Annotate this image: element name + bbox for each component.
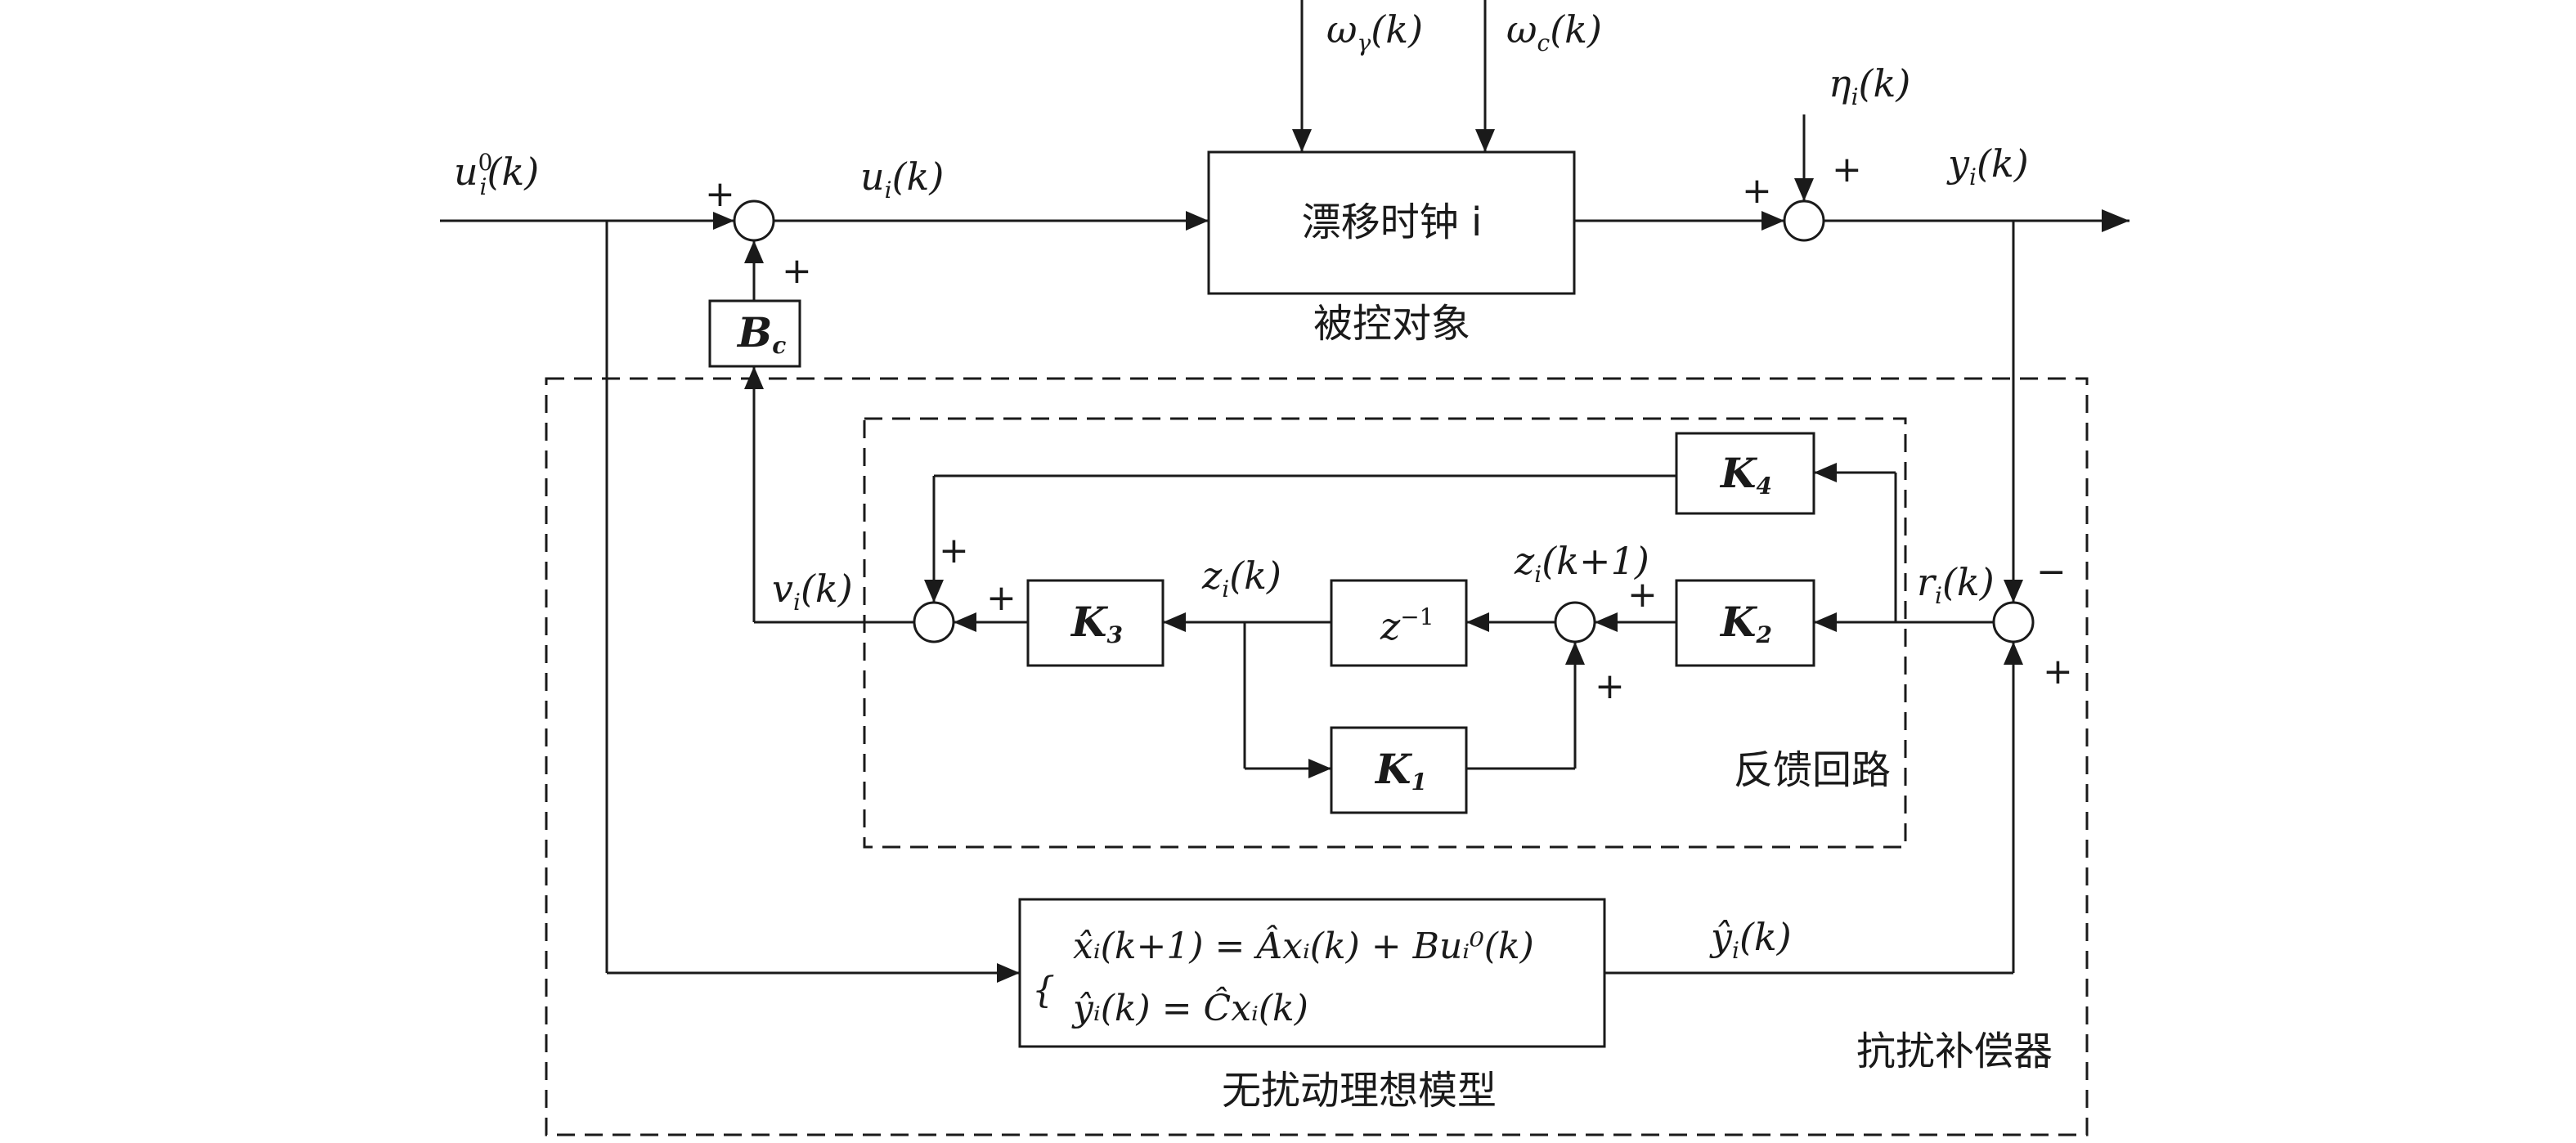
model-eq1: x̂ᵢ(k+1) = Âxᵢ(k) + Buᵢ⁰(k) — [1073, 924, 1534, 967]
model-caption: 无扰动理想模型 — [1222, 1068, 1497, 1114]
plant-label: 漂移时钟 i — [1302, 199, 1483, 245]
delay-block — [1330, 579, 1468, 667]
k4-label: K4 — [1719, 449, 1772, 500]
k1-label: K1 — [1374, 745, 1427, 796]
sum-node-residual — [1992, 601, 2035, 643]
signal-y-hat: ŷi(k) — [1709, 915, 1792, 964]
signal-z-next: zi(k+1) — [1514, 539, 1649, 588]
k3-block — [1026, 579, 1165, 667]
k3-label: K3 — [1070, 598, 1123, 648]
signal-u: ui(k) — [860, 155, 944, 204]
k2-label: K2 — [1719, 598, 1772, 648]
sign-sum-state-right: + — [1627, 574, 1658, 616]
sign-sum-output-top: + — [1832, 149, 1862, 190]
compensator-label: 抗扰补偿器 — [1856, 1029, 2053, 1074]
compensator-region — [545, 377, 2089, 1136]
signal-omega-gamma: ωγ(k) — [1326, 7, 1423, 56]
bc-block — [708, 299, 801, 368]
bc-label: Bc — [736, 308, 786, 359]
signal-v: vi(k) — [772, 567, 853, 616]
sum-node-control — [913, 601, 955, 643]
signal-z: zi(k) — [1201, 554, 1281, 603]
ideal-model-block — [1018, 898, 1606, 1048]
signal-eta: ηi(k) — [1829, 61, 1910, 110]
model-eq2: ŷᵢ(k) = Ĉxᵢ(k) — [1071, 986, 1308, 1029]
sign-sum-input-bottom: + — [782, 250, 812, 292]
plant-caption: 被控对象 — [1313, 301, 1470, 347]
signal-y: yi(k) — [1946, 141, 2029, 190]
feedback-loop-label: 反馈回路 — [1734, 747, 1891, 793]
sign-sum-state-bottom: + — [1595, 666, 1625, 707]
delay-label: z−1 — [1380, 603, 1434, 648]
sign-sum-control-top: + — [939, 530, 969, 572]
sign-sum-control-right: + — [986, 577, 1016, 619]
k2-block — [1675, 579, 1815, 667]
sign-sum-input-left: + — [705, 173, 735, 215]
sign-sum-residual-top: − — [2036, 551, 2067, 593]
sum-node-input — [733, 199, 775, 242]
sign-sum-residual-bottom: + — [2043, 651, 2073, 693]
plant-block — [1207, 150, 1576, 295]
k4-block — [1675, 432, 1815, 515]
sign-sum-output-left: + — [1742, 170, 1772, 212]
sum-node-state — [1554, 601, 1596, 643]
signal-omega-c: ωc(k) — [1506, 7, 1602, 56]
model-brace: { — [1032, 970, 1055, 1011]
feedback-loop-region — [863, 417, 1907, 849]
signal-r: ri(k) — [1917, 560, 1995, 609]
sum-node-output — [1783, 199, 1825, 242]
k1-block — [1330, 726, 1468, 814]
